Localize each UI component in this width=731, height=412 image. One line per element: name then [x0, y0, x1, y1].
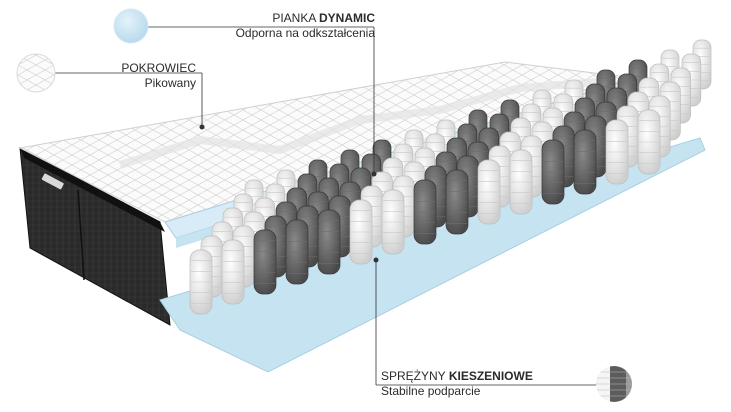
cover-label: POKROWIEC Pikowany [121, 61, 196, 91]
pocket-spring [637, 109, 661, 175]
pocket-spring [477, 159, 501, 225]
mattress-side-panel [19, 147, 171, 326]
pocket-spring [413, 179, 437, 245]
pocket-spring [573, 129, 597, 195]
springs-title: SPRĘŻYNY KIESZENIOWE [381, 369, 533, 384]
pocket-springs [189, 39, 712, 315]
pocket-spring [189, 249, 213, 315]
foam-swatch-icon [113, 8, 149, 44]
cover-marker [199, 124, 205, 130]
pocket-spring-icon [596, 366, 632, 402]
pocket-spring [285, 219, 309, 285]
pocket-spring [317, 209, 341, 275]
foam-title-plain: PIANKA [272, 11, 319, 25]
foam-title-bold: DYNAMIC [319, 11, 375, 25]
pocket-spring [349, 199, 373, 265]
springs-label: SPRĘŻYNY KIESZENIOWE Stabilne podparcie [381, 369, 533, 399]
springs-title-plain: SPRĘŻYNY [381, 369, 449, 383]
pocket-spring [541, 139, 565, 205]
leader-lines [55, 26, 597, 386]
fabric-swatch-icon [16, 53, 56, 93]
springs-title-bold: KIESZENIOWE [448, 369, 533, 383]
foam-description: Odporna na odkształcenia [235, 26, 375, 40]
foam-marker [371, 171, 377, 177]
foam-label: PIANKA DYNAMIC Odporna na odkształcenia [236, 11, 375, 41]
springs-description: Stabilne podparcie [381, 384, 481, 398]
pocket-spring [605, 119, 629, 185]
brand-tag [41, 173, 64, 190]
pocket-spring [509, 149, 533, 215]
foam-title: PIANKA DYNAMIC [236, 11, 375, 26]
pocket-spring [221, 239, 245, 305]
springs-marker [373, 257, 379, 263]
cover-title: POKROWIEC [121, 61, 196, 75]
pocket-spring [253, 229, 277, 295]
cover-description: Pikowany [144, 76, 196, 90]
pocket-spring [445, 169, 469, 235]
pocket-spring [381, 189, 405, 255]
